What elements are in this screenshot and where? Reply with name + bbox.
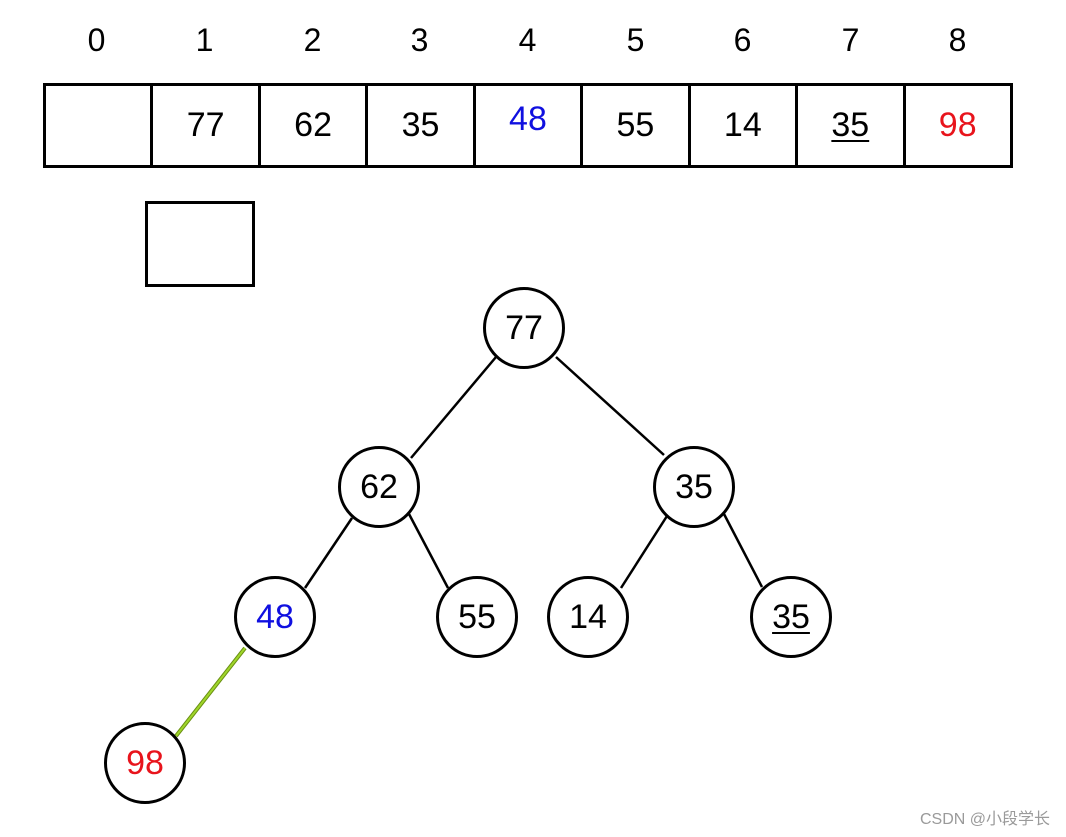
array-value-2: 62 <box>294 106 332 144</box>
array-cell-5: 55 <box>583 86 691 165</box>
edge-root-left <box>410 356 497 459</box>
tree-node-48: 48 <box>234 576 316 658</box>
edge-root-right <box>555 356 665 456</box>
array-cell-1: 77 <box>153 86 261 165</box>
array-cell-6: 14 <box>691 86 799 165</box>
tree-node-root-label: 77 <box>505 308 543 347</box>
array-value-5: 55 <box>616 106 655 144</box>
tree-node-48-label: 48 <box>256 597 294 636</box>
index-label-6: 6 <box>733 22 752 58</box>
index-label-4: 4 <box>518 22 537 58</box>
array-cell-3: 35 <box>368 86 476 165</box>
tree-node-14-label: 14 <box>569 597 607 636</box>
tree-node-35-leaf: 35 <box>750 576 832 658</box>
tree-node-14: 14 <box>547 576 629 658</box>
index-label-2: 2 <box>303 22 322 58</box>
tree-node-98-label: 98 <box>126 743 164 782</box>
array-value-7: 35 <box>831 106 870 144</box>
array-value-3: 35 <box>401 106 440 144</box>
edge-62-55 <box>407 513 450 589</box>
index-label-0: 0 <box>87 22 106 58</box>
tree-node-62-label: 62 <box>360 467 398 506</box>
index-label-1: 1 <box>195 22 214 58</box>
array-value-6: 14 <box>723 106 762 144</box>
index-label-8: 8 <box>948 22 967 58</box>
tree-node-root: 77 <box>483 287 565 369</box>
temp-box <box>145 201 255 287</box>
array-value-1: 77 <box>186 106 225 144</box>
index-label-7: 7 <box>841 22 860 58</box>
edge-35-35 <box>722 513 764 588</box>
tree-node-98: 98 <box>104 722 186 804</box>
edge-35-14 <box>619 515 669 589</box>
tree-node-55-label: 55 <box>458 597 496 636</box>
array-value-8: 98 <box>938 106 977 144</box>
tree-node-62: 62 <box>338 446 420 528</box>
array-cell-8: 98 <box>906 86 1010 165</box>
watermark: CSDN @小段学长 <box>919 811 1050 828</box>
index-label-5: 5 <box>626 22 645 58</box>
heap-array: 77 62 35 48 55 14 35 98 <box>43 83 1013 168</box>
tree-node-55: 55 <box>436 576 518 658</box>
array-cell-0 <box>46 86 154 165</box>
tree-node-35-label: 35 <box>675 467 713 506</box>
array-cell-4: 48 <box>476 86 584 165</box>
array-cell-2: 62 <box>261 86 369 165</box>
index-label-3: 3 <box>410 22 429 58</box>
array-cell-7: 35 <box>798 86 906 165</box>
tree-node-35-leaf-label: 35 <box>772 597 810 636</box>
array-value-4: 48 <box>509 100 547 138</box>
tree-node-35: 35 <box>653 446 735 528</box>
edge-62-48 <box>303 517 354 589</box>
